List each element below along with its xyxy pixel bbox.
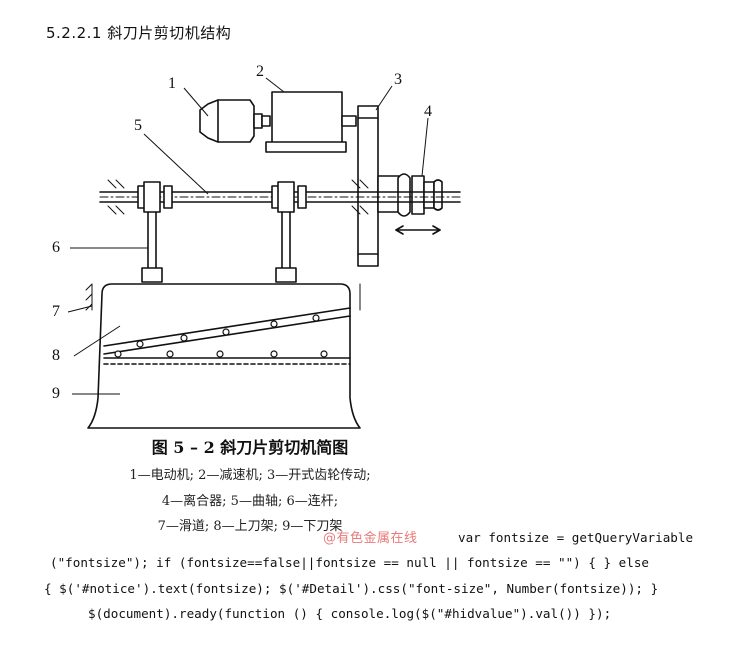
frame-shape — [85, 283, 361, 429]
part-label: 2 — [256, 63, 264, 80]
reducer-shape — [265, 91, 357, 153]
figure-legend-line: 7—滑道; 8—上刀架; 9—下刀架 — [157, 519, 343, 534]
part-label: 7 — [52, 303, 60, 320]
part-label: 5 — [134, 117, 142, 134]
figure-legend-line: 1—电动机; 2—减速机; 3—开式齿轮传动; — [129, 468, 371, 483]
code-line: ("fontsize"); if (fontsize==false||fonts… — [50, 555, 649, 570]
connecting-rod-shape — [141, 181, 297, 283]
code-line: $(document).ready(function () { console.… — [88, 606, 612, 621]
shear-machine-diagram: 1 2 3 4 5 6 7 8 9 — [52, 63, 461, 429]
part-label: 8 — [52, 347, 60, 364]
watermark: @有色金属在线 — [323, 531, 418, 546]
clutch-shape — [397, 173, 443, 217]
part-label: 3 — [394, 71, 402, 88]
part-label: 9 — [52, 385, 60, 402]
figure-legend-line: 4—离合器; 5—曲轴; 6—连杆; — [161, 494, 339, 509]
section-heading: 5.2.2.1 斜刀片剪切机结构 — [46, 24, 232, 42]
motion-arrow — [395, 225, 441, 235]
motor-shape — [199, 99, 271, 143]
part-label: 6 — [52, 239, 60, 256]
figure-caption: 图 5 – 2 斜刀片剪切机简图 — [151, 438, 349, 457]
part-label: 4 — [424, 103, 432, 120]
open-gear-shape — [357, 105, 401, 267]
part-label: 1 — [168, 75, 176, 92]
code-line: { $('#notice').text(fontsize); $('#Detai… — [44, 581, 659, 596]
code-line: var fontsize = getQueryVariable — [458, 530, 694, 545]
